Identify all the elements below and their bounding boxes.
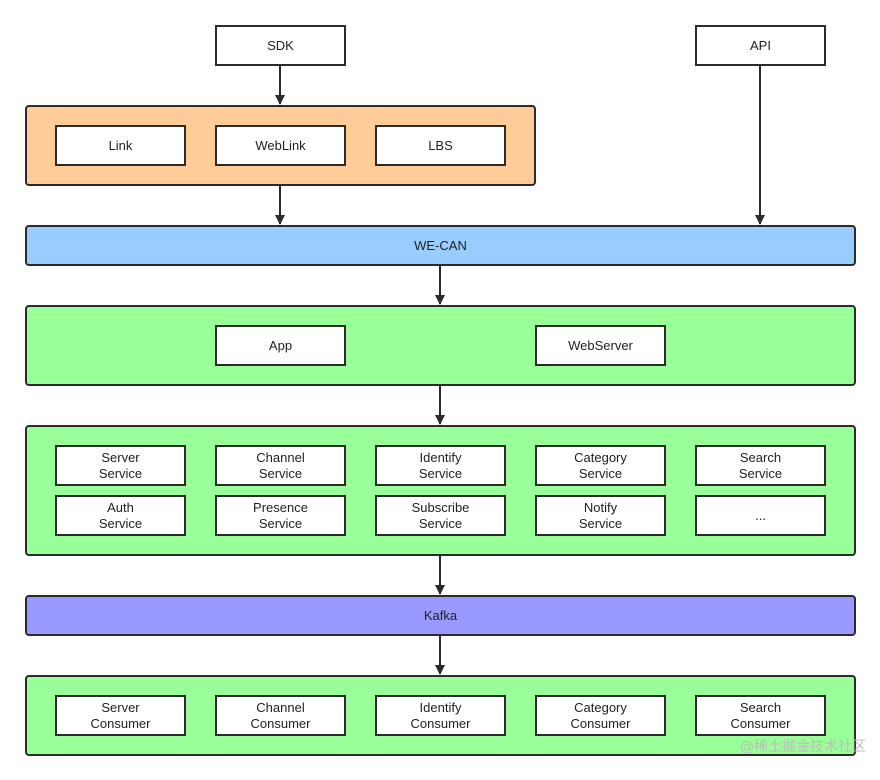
channel-consumer-line2: Consumer [250, 715, 311, 731]
search-service-node: Search Service [695, 445, 826, 486]
channel-consumer-node: Channel Consumer [215, 695, 346, 736]
weblink-label: WebLink [255, 137, 306, 153]
notify-service-line2: Service [578, 515, 623, 531]
identify-service-node: Identify Service [375, 445, 506, 486]
identify-consumer-node: Identify Consumer [375, 695, 506, 736]
api-node: API [695, 25, 826, 66]
search-consumer-line1: Search [739, 699, 782, 715]
channel-service-line1: Channel [256, 449, 305, 465]
identify-service-line2: Service [418, 465, 463, 481]
server-consumer-line2: Consumer [90, 715, 151, 731]
more-services-label: ... [755, 507, 766, 523]
category-consumer-line1: Category [574, 699, 627, 715]
wecan-bar: WE-CAN [25, 225, 856, 266]
server-consumer-line1: Server [101, 699, 140, 715]
link-node: Link [55, 125, 186, 166]
server-service-line2: Service [98, 465, 143, 481]
channel-consumer-line1: Channel [256, 699, 305, 715]
presence-service-node: Presence Service [215, 495, 346, 536]
server-service-line1: Server [101, 449, 140, 465]
api-label: API [750, 37, 771, 53]
server-service-node: Server Service [55, 445, 186, 486]
auth-service-line2: Service [98, 515, 143, 531]
search-service-line2: Service [738, 465, 783, 481]
sdk-label: SDK [267, 37, 294, 53]
category-consumer-node: Category Consumer [535, 695, 666, 736]
server-consumer-node: Server Consumer [55, 695, 186, 736]
search-consumer-node: Search Consumer [695, 695, 826, 736]
category-consumer-line2: Consumer [570, 715, 631, 731]
presence-service-line1: Presence [253, 499, 308, 515]
wecan-label: WE-CAN [414, 238, 467, 253]
notify-service-node: Notify Service [535, 495, 666, 536]
webserver-label: WebServer [568, 337, 633, 353]
weblink-node: WebLink [215, 125, 346, 166]
category-service-node: Category Service [535, 445, 666, 486]
search-consumer-line2: Consumer [730, 715, 791, 731]
kafka-label: Kafka [423, 608, 458, 623]
app-label: App [268, 337, 293, 353]
notify-service-line1: Notify [583, 499, 618, 515]
lbs-node: LBS [375, 125, 506, 166]
lbs-label: LBS [428, 137, 453, 153]
subscribe-service-line2: Service [418, 515, 463, 531]
webserver-node: WebServer [535, 325, 666, 366]
channel-service-node: Channel Service [215, 445, 346, 486]
auth-service-node: Auth Service [55, 495, 186, 536]
identify-service-line1: Identify [419, 449, 462, 465]
more-services-node: ... [695, 495, 826, 536]
category-service-line2: Service [578, 465, 623, 481]
channel-service-line2: Service [258, 465, 303, 481]
sdk-node: SDK [215, 25, 346, 66]
identify-consumer-line2: Consumer [410, 715, 471, 731]
subscribe-service-node: Subscribe Service [375, 495, 506, 536]
identify-consumer-line1: Identify [419, 699, 462, 715]
link-label: Link [108, 137, 133, 153]
watermark: @稀土掘金技术社区 [740, 739, 866, 755]
kafka-bar: Kafka [25, 595, 856, 636]
presence-service-line2: Service [258, 515, 303, 531]
category-service-line1: Category [574, 449, 627, 465]
app-node: App [215, 325, 346, 366]
search-service-line1: Search [739, 449, 782, 465]
subscribe-service-line1: Subscribe [411, 499, 470, 515]
app-layer-group [25, 305, 856, 386]
auth-service-line1: Auth [107, 499, 134, 515]
